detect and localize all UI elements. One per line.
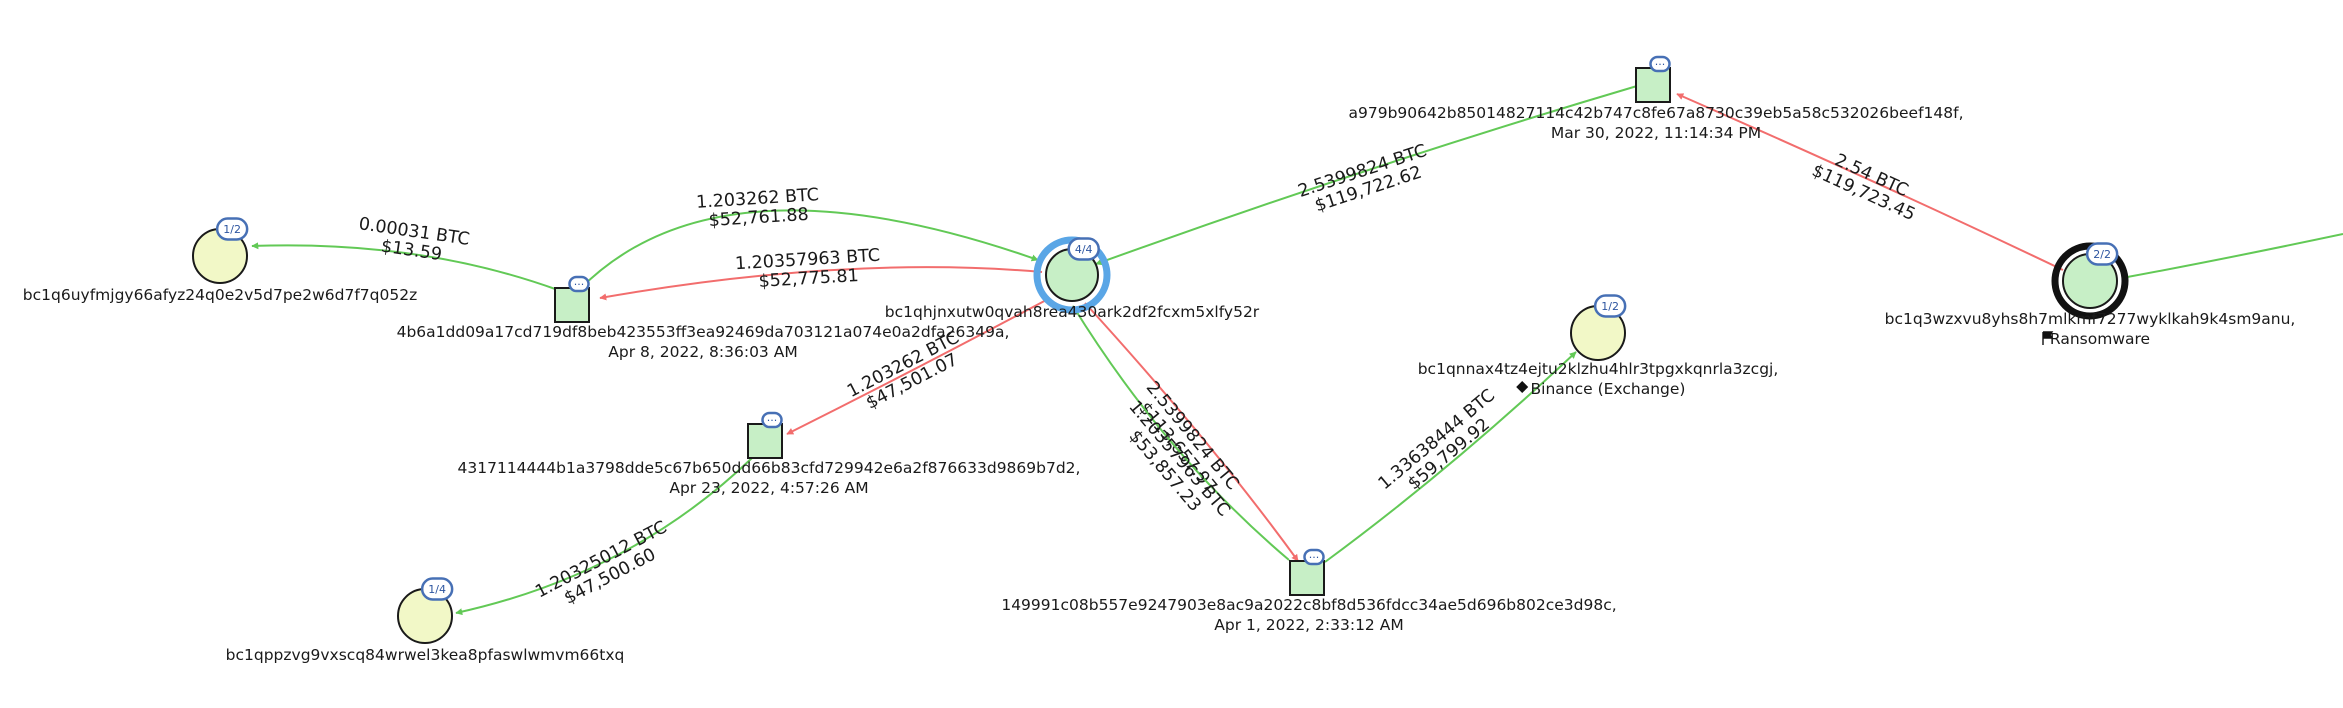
entity-tag: Ransomware (2042, 330, 2150, 348)
edge-label: 1.33638444 BTC$59,799.92 (1375, 386, 1511, 509)
entity-tag-label: Ransomware (2050, 330, 2150, 348)
badge-count: 1/4 (428, 583, 446, 596)
edge-line[interactable] (251, 242, 559, 291)
transaction-square[interactable] (747, 423, 783, 459)
badge-count: 2/2 (2093, 248, 2111, 261)
transaction-hash-label: 4317114444b1a3798dde5c67b650dd66b83cfd72… (458, 459, 1081, 477)
count-badge[interactable]: 4/4 (1067, 237, 1100, 261)
diamond-icon (1516, 381, 1529, 393)
edge-label: 2.54 BTC$119,723.45 (1809, 144, 1926, 226)
transaction-node[interactable]: ··· 4b6a1dd09a17cd719df8beb423553ff3ea924… (397, 275, 1010, 361)
address-node[interactable]: 1/2 bc1q6uyfmjgy66afyz24q0e2v5d7pe2w6d7f7… (23, 217, 417, 305)
address-node[interactable]: 2/2 bc1q3wzxvu8yhs8h7mlkmf7277wyklkah9k4s… (1885, 242, 2296, 349)
transaction-hash-label: a979b90642b85014827114c42b747c8fe67a8730… (1349, 104, 1964, 122)
badge-pill (1303, 548, 1325, 566)
badge-count: ··· (1655, 58, 1666, 71)
transaction-timestamp: Apr 23, 2022, 4:57:26 AM (669, 479, 868, 497)
edge-line[interactable] (1072, 305, 1290, 561)
address-label: bc1qhjnxutw0qvah8rea430ark2df2fcxm5xlfy5… (885, 303, 1260, 321)
badge-pill (1067, 237, 1100, 261)
transaction-timestamp: Apr 1, 2022, 2:33:12 AM (1214, 616, 1403, 634)
badge-count: 4/4 (1075, 243, 1093, 256)
edge-line[interactable] (1676, 93, 2064, 271)
address-label: bc1q6uyfmjgy66afyz24q0e2v5d7pe2w6d7f7q05… (23, 286, 417, 304)
edge[interactable] (2121, 233, 2343, 281)
address-node[interactable]: 1/2 bc1qnnax4tz4ejtu2klzhu4hlr3tpgxkqnrla… (1418, 294, 1779, 399)
badge-pill (2085, 242, 2119, 266)
nodes-layer: 4/4 bc1qhjnxutw0qvah8rea430ark2df2fcxm5xl… (23, 55, 2296, 665)
address-label: bc1qnnax4tz4ejtu2klzhu4hlr3tpgxkqnrla3zc… (1418, 360, 1779, 378)
edge-label: 1.203262 BTC$47,501.07 (844, 328, 971, 419)
count-badge[interactable]: ··· (1649, 55, 1671, 73)
edge-line[interactable] (1095, 85, 1638, 266)
badge-count: ··· (1309, 551, 1320, 564)
transaction-node[interactable]: ··· 4317114444b1a3798dde5c67b650dd66b83cf… (458, 411, 1081, 497)
badge-pill (568, 275, 590, 293)
transaction-square[interactable] (1635, 67, 1671, 103)
count-badge[interactable]: 1/2 (1593, 294, 1627, 318)
transaction-hash-label: 4b6a1dd09a17cd719df8beb423553ff3ea92469d… (397, 323, 1010, 341)
count-badge[interactable]: 2/2 (2085, 242, 2119, 266)
edge-label: 1.20357963 BTC$52,775.81 (734, 246, 881, 294)
flag-icon (2042, 331, 2054, 345)
edge-line[interactable] (1324, 351, 1577, 563)
transaction-timestamp: Apr 8, 2022, 8:36:03 AM (608, 343, 797, 361)
transaction-hash-label: 149991c08b557e9247903e8ac9a2022c8bf8d536… (1001, 596, 1616, 614)
edge-line[interactable] (2121, 233, 2343, 281)
count-badge[interactable]: 1/4 (420, 577, 454, 601)
edge-label: 1.203262 BTC$52,761.88 (696, 185, 821, 232)
edge-line[interactable] (786, 297, 1051, 435)
address-node[interactable]: 1/4 bc1qppzvg9vxscq84wrwel3kea8pfaswlwmvm… (226, 577, 625, 665)
badge-count: 1/2 (223, 223, 241, 236)
address-label: bc1q3wzxvu8yhs8h7mlkmf7277wyklkah9k4sm9a… (1885, 310, 2296, 328)
address-node[interactable]: 4/4 bc1qhjnxutw0qvah8rea430ark2df2fcxm5xl… (885, 236, 1260, 322)
transaction-node[interactable]: ··· 149991c08b557e9247903e8ac9a2022c8bf8d… (1001, 548, 1617, 634)
badge-pill (215, 217, 249, 241)
badge-pill (420, 577, 454, 601)
transaction-timestamp: Mar 30, 2022, 11:14:34 PM (1551, 124, 1761, 142)
edge-line[interactable] (599, 266, 1043, 301)
badge-count: 1/2 (1601, 300, 1619, 313)
count-badge[interactable]: ··· (568, 275, 590, 293)
transaction-node[interactable]: ··· a979b90642b85014827114c42b747c8fe67a8… (1349, 55, 1964, 142)
edge-label: 1.20325012 BTC$47,500.60 (532, 517, 679, 619)
count-badge[interactable]: 1/2 (215, 217, 249, 241)
address-label: bc1qppzvg9vxscq84wrwel3kea8pfaswlwmvm66t… (226, 646, 625, 664)
edge-line[interactable] (1084, 302, 1299, 562)
badge-pill (1649, 55, 1671, 73)
badge-count: ··· (767, 414, 778, 427)
entity-tag-label: Binance (Exchange) (1531, 380, 1686, 398)
count-badge[interactable]: ··· (761, 411, 783, 429)
transaction-square[interactable] (1289, 560, 1325, 596)
edge-line[interactable] (455, 457, 753, 616)
entity-tag: Binance (Exchange) (1516, 380, 1685, 398)
badge-pill (1593, 294, 1627, 318)
transaction-square[interactable] (554, 287, 590, 323)
badge-pill (761, 411, 783, 429)
edge[interactable]: 2.5399824 BTC$113,657.97 (1084, 302, 1299, 562)
count-badge[interactable]: ··· (1303, 548, 1325, 566)
badge-count: ··· (574, 278, 585, 291)
edge[interactable]: 1.20357963 BTC$52,775.81 (599, 246, 1043, 301)
edges-layer: 0.00031 BTC$13.59 1.203262 BTC$52,761.88 1… (251, 85, 2343, 619)
edge-line[interactable] (579, 209, 1039, 290)
edge[interactable]: 0.00031 BTC$13.59 (251, 214, 559, 291)
edge-label: 2.5399824 BTC$119,722.62 (1296, 141, 1436, 220)
